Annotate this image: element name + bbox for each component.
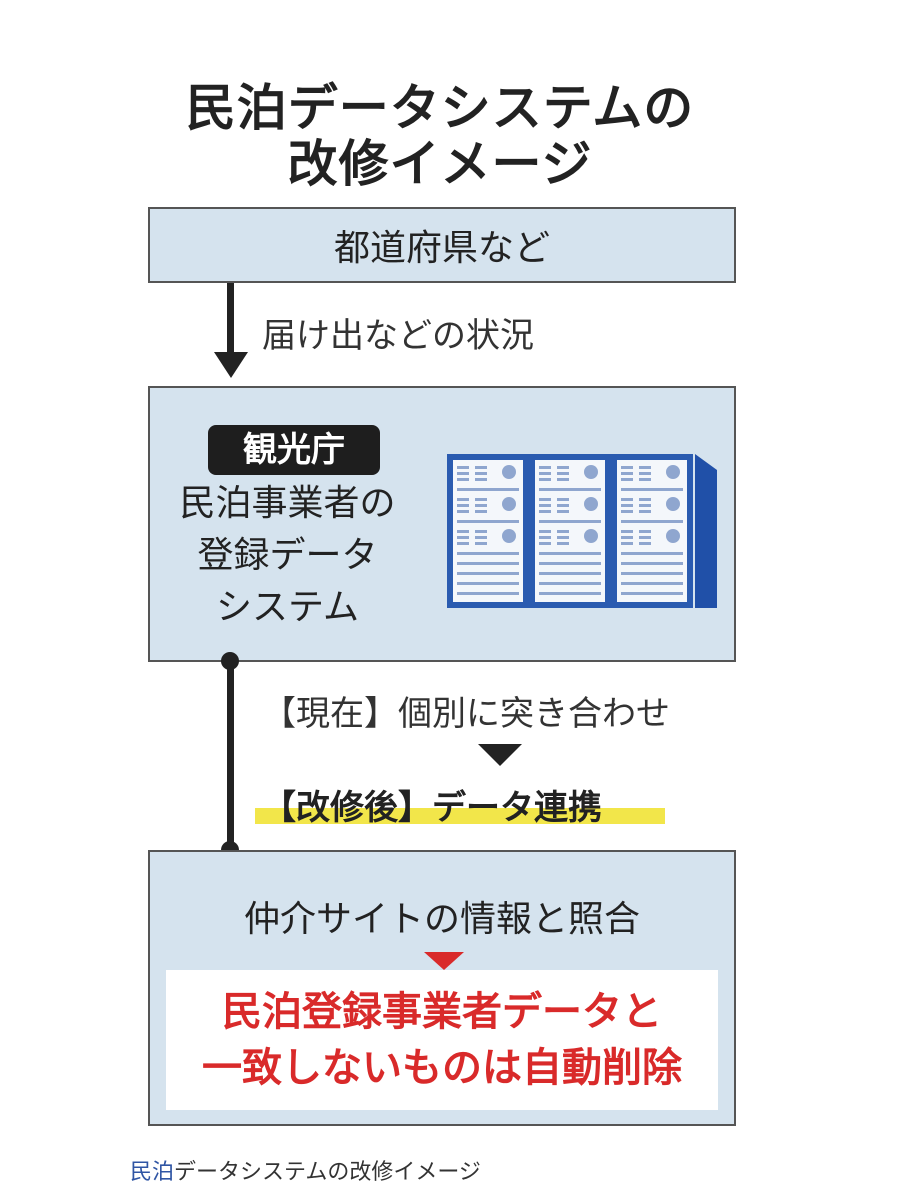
auto-delete-result: 民泊登録事業者データと 一致しないものは自動削除	[166, 970, 718, 1110]
agency-badge: 観光庁	[208, 425, 380, 475]
current-method-label: 【現在】個別に突き合わせ	[262, 694, 670, 734]
agency-text-line: システム	[216, 587, 359, 628]
matching-box: 仲介サイトの情報と照合 民泊登録事業者データと 一致しないものは自動削除	[148, 850, 736, 1126]
after-revision-label: 【改修後】データ連携	[262, 788, 602, 828]
connector-dot	[221, 652, 239, 670]
highlight-marker	[255, 808, 665, 824]
caption-text: データシステムの改修イメージ	[174, 1160, 481, 1185]
result-line: 民泊登録事業者データと	[222, 989, 662, 1035]
red-triangle-down-icon	[424, 952, 464, 970]
triangle-down-icon	[478, 744, 522, 766]
matching-label: 仲介サイトの情報と照合	[243, 899, 640, 940]
diagram-title-line2: 改修イメージ	[287, 135, 593, 193]
image-caption: 民泊データシステムの改修イメージ	[130, 1154, 481, 1186]
prefecture-label: 都道府県など	[333, 228, 550, 269]
agency-text-line: 民泊事業者の	[179, 483, 396, 524]
caption-link-minpaku[interactable]: 民泊	[130, 1160, 175, 1185]
arrow-down-icon	[214, 352, 248, 378]
notification-status-label: 届け出などの状況	[262, 316, 534, 356]
tourism-agency-box: 観光庁 民泊事業者の 登録データ システム	[148, 386, 736, 662]
agency-text-line: 登録データ	[197, 535, 378, 576]
server-rack-icon	[447, 454, 717, 608]
diagram-title-line1: 民泊データシステムの	[185, 79, 695, 137]
prefecture-box: 都道府県など	[148, 207, 736, 283]
connector-line	[227, 662, 234, 850]
arrow-line	[227, 283, 234, 358]
result-line: 一致しないものは自動削除	[202, 1045, 682, 1091]
